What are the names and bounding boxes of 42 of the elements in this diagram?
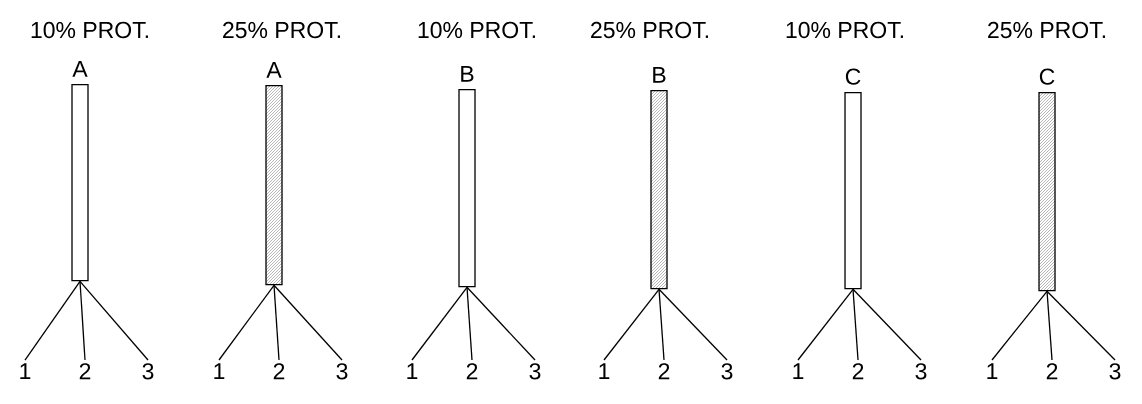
branch-number: 3: [142, 363, 154, 380]
bar-with-heading: 10% PROT. C: [786, 21, 903, 290]
branch-line: [79, 280, 86, 361]
branch-line: [218, 284, 275, 361]
branch-line: [852, 288, 859, 361]
branch-line: [603, 288, 660, 361]
branch-line: [1046, 290, 1116, 361]
branch-line: [658, 288, 728, 361]
branch-number: 2: [466, 363, 478, 380]
branch-number: 1: [407, 363, 418, 380]
branch-number: 1: [599, 363, 610, 380]
branch-line: [466, 286, 473, 361]
branch-line: [273, 284, 280, 361]
branch-number: 3: [529, 363, 541, 380]
branch-line: [273, 284, 343, 361]
bar-with-heading: 25% PROT. C: [988, 21, 1105, 292]
branch-number: 1: [987, 363, 998, 380]
branch-line: [79, 280, 149, 361]
branch-number: 2: [79, 363, 91, 380]
branch-line: [797, 288, 854, 361]
branch-number: 1: [20, 363, 31, 380]
bar-with-heading: 25% PROT. A: [223, 21, 340, 286]
branch-line: [852, 288, 922, 361]
branch-line: [24, 280, 81, 361]
branch-number: 1: [793, 363, 804, 380]
branch-number: 3: [1109, 363, 1121, 380]
branch-number: 2: [658, 363, 670, 380]
branch-number: 2: [1046, 363, 1058, 380]
branch-line: [1046, 290, 1053, 361]
bar-with-heading: 10% PROT. A: [31, 21, 148, 282]
branch-line: [991, 290, 1048, 361]
branch-line: [466, 286, 536, 361]
branch-line: [658, 288, 665, 361]
branch-number: 1: [214, 363, 225, 380]
branch-line: [411, 286, 468, 361]
branch-number: 2: [273, 363, 285, 380]
branch-number: 3: [721, 363, 733, 380]
branch-number: 2: [852, 363, 864, 380]
branch-number: 3: [915, 363, 927, 380]
bar-with-heading: 25% PROT. B: [591, 21, 708, 290]
branch-number: 3: [336, 363, 348, 380]
bar-with-heading: 10% PROT. B: [418, 21, 535, 288]
